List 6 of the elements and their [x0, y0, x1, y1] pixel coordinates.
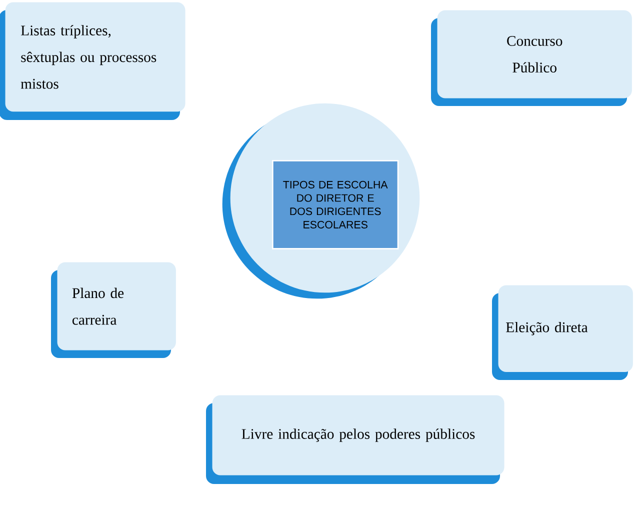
text-box: Listas tríplices, sêxtuplas ou processos mistos [0, 2, 186, 120]
title-box: TIPOS DE ESCOLHA DO DIRETOR E DOS DIRIGENTES ESCOLARES [272, 160, 399, 250]
text-box: Plano de carreira [51, 262, 176, 358]
text-box: Concurso Público [431, 10, 632, 106]
text-box: Eleição direta [492, 285, 633, 380]
text-box: Livre indicação pelos poderes públicos [206, 395, 504, 484]
